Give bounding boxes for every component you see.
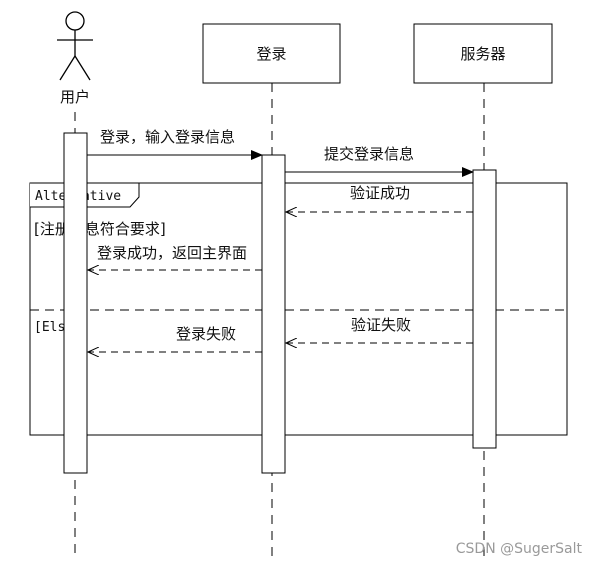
actor-user-icon bbox=[57, 11, 93, 81]
activation-user bbox=[63, 132, 88, 474]
message-label-6: 登录失败 bbox=[176, 325, 236, 343]
watermark: CSDN @SugerSalt bbox=[456, 541, 583, 557]
participant-server-label: 服务器 bbox=[460, 45, 505, 63]
message-label-3: 验证成功 bbox=[350, 184, 410, 202]
participant-login-box bbox=[202, 23, 341, 84]
activation-login bbox=[261, 154, 286, 474]
message-label-5: 验证失败 bbox=[351, 316, 411, 334]
message-label-2: 提交登录信息 bbox=[324, 145, 414, 163]
message-label-4: 登录成功，返回主界面 bbox=[97, 244, 247, 262]
participant-user-label: 用户 bbox=[60, 88, 90, 106]
participant-login-label: 登录 bbox=[256, 45, 286, 63]
alt-fragment-frame bbox=[29, 182, 568, 436]
message-label-1: 登录，输入登录信息 bbox=[100, 128, 235, 146]
activation-server bbox=[472, 169, 497, 449]
guard-condition-true: [注册信息符合要求] bbox=[34, 220, 166, 238]
participant-server-box bbox=[413, 23, 553, 84]
